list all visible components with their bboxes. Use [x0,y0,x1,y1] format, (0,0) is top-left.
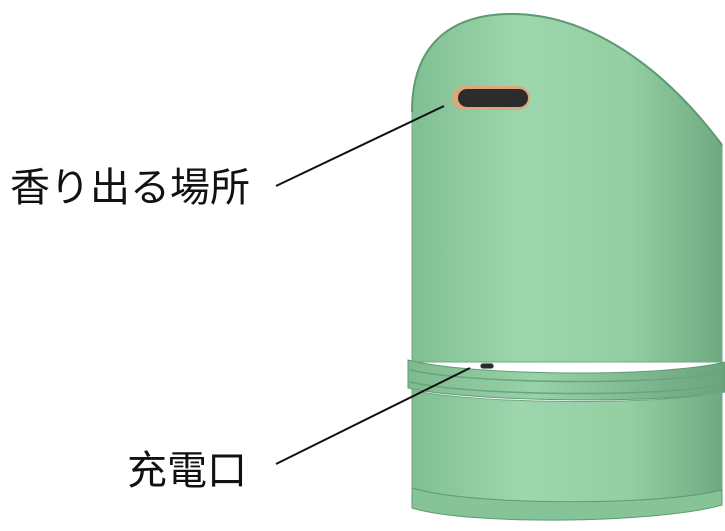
device-band-line-top [409,369,725,383]
charging-port-icon [479,362,495,370]
leader-line-charge [275,367,471,465]
device-upper-body [411,13,723,363]
device-band [407,359,725,401]
leader-line-scent [275,105,445,187]
scent-slot-icon [458,89,528,107]
device-dome-edge [411,12,723,146]
device-bottom-rim [411,487,723,521]
scent-outlet-label: 香り出る場所 [10,165,250,211]
device-band-line-bottom [409,381,725,395]
charging-port-label: 充電口 [127,448,247,494]
